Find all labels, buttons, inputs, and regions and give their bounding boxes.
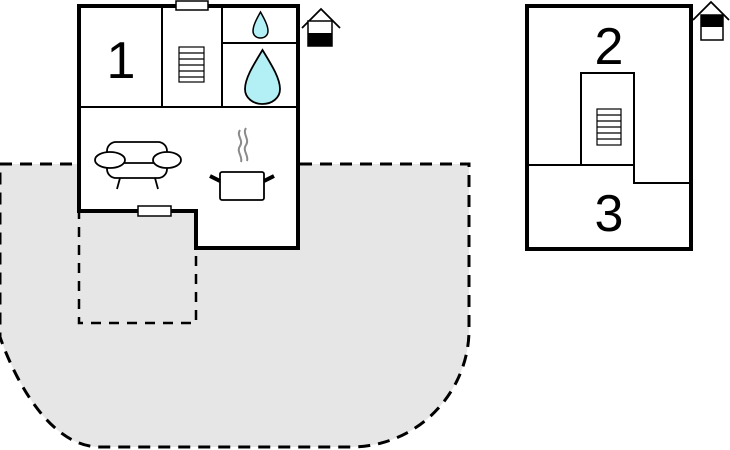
ground-floor: 1	[77, 0, 341, 250]
stairs-icon	[178, 46, 205, 83]
water-drop-small-icon	[252, 10, 269, 39]
upper-floor-house-icon	[692, 0, 730, 41]
upper-floor: 2 3	[525, 0, 730, 251]
water-drop-large-icon	[244, 48, 281, 105]
terrace-area	[0, 162, 471, 449]
room-1-label: 1	[107, 32, 136, 90]
room-3-label: 3	[595, 185, 624, 243]
sofa-icon	[94, 141, 182, 190]
stairs-icon-upper	[596, 108, 622, 146]
room-2-label: 2	[595, 18, 624, 76]
window-top	[175, 0, 209, 11]
ground-floor-house-icon	[301, 7, 341, 47]
window-bottom	[137, 205, 172, 217]
cooking-pot-icon	[209, 127, 275, 201]
ground-floor-outer-wall	[77, 4, 300, 250]
stairwell-walls	[580, 72, 691, 184]
